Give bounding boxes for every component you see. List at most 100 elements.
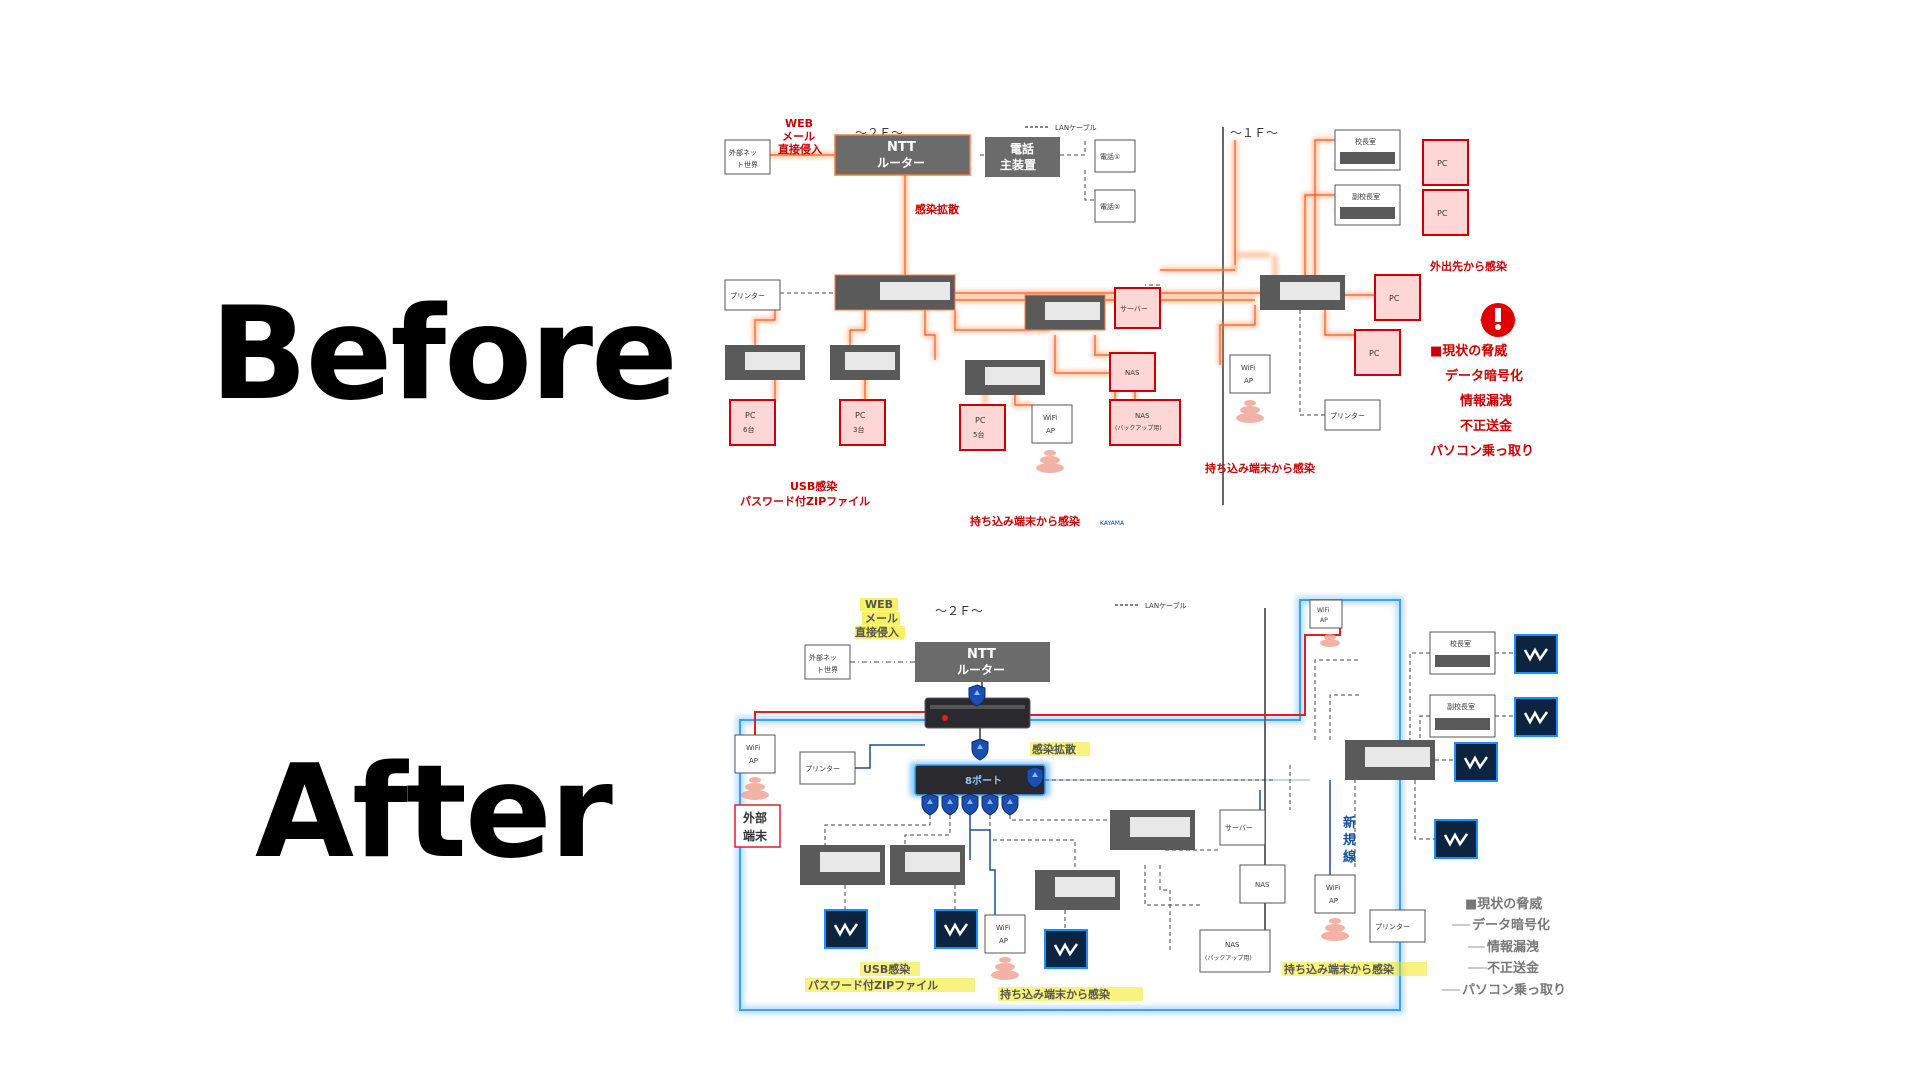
- phone-2: [1094, 189, 1136, 223]
- server: [1219, 809, 1266, 846]
- svg-text:電話②: 電話②: [1100, 202, 1120, 211]
- svg-text:NTT: NTT: [887, 140, 916, 155]
- svg-text:情報漏洩: 情報漏洩: [1460, 393, 1512, 409]
- svg-text:NAS: NAS: [1135, 412, 1150, 420]
- wifi-ap-2f: [984, 914, 1026, 954]
- wv-endpoint-icon: [1453, 741, 1499, 783]
- svg-text:電話①: 電話①: [1100, 152, 1120, 161]
- wifi-ap-1f: [1229, 354, 1271, 394]
- principal-switch: [1429, 631, 1496, 675]
- printer-2f: [724, 279, 781, 311]
- after-network-diagram: ～２Ｆ～ LANケーブル WEB メール 直接侵入 外部ネッ ト世界 NTT ル…: [730, 590, 1610, 1020]
- floor1-label: ～１Ｆ～: [1230, 126, 1278, 140]
- svg-text:WEB: WEB: [785, 117, 813, 130]
- svg-text:校長室: 校長室: [1450, 639, 1471, 648]
- svg-text:プリンター: プリンター: [730, 291, 765, 300]
- svg-text:外部: 外部: [743, 810, 767, 825]
- svg-text:AP: AP: [1046, 427, 1055, 435]
- pc-group-6: [729, 399, 776, 446]
- usb-infection-label: USB感染 パスワード付ZIPファイル: [740, 479, 870, 508]
- svg-text:サーバー: サーバー: [1120, 305, 1148, 313]
- wifi-signal-icon-1f: [1321, 918, 1349, 941]
- wv-endpoint-icon: [823, 908, 869, 950]
- svg-text:外部ネッ: 外部ネッ: [809, 653, 837, 662]
- wv-endpoint-icon: [1433, 818, 1479, 860]
- bring-device-infection-label-1f: 持ち込み端末から感染: [1284, 962, 1395, 976]
- svg-text:PC: PC: [1389, 294, 1400, 303]
- svg-text:ト世界: ト世界: [737, 160, 758, 169]
- svg-text:プリンター: プリンター: [805, 764, 840, 773]
- svg-text:パスワード付ZIPファイル: パスワード付ZIPファイル: [740, 494, 870, 508]
- pc-group-3: [839, 399, 886, 446]
- wv-endpoint-icon: [933, 908, 979, 950]
- svg-text:外部ネッ: 外部ネッ: [729, 148, 757, 157]
- svg-text:WEB: WEB: [865, 598, 893, 611]
- svg-text:新: 新: [1343, 815, 1356, 831]
- svg-text:データ暗号化: データ暗号化: [1472, 917, 1550, 933]
- svg-text:規: 規: [1343, 833, 1356, 848]
- nas-backup: [1199, 929, 1271, 973]
- wifi-ap-1f-top: [1309, 599, 1343, 629]
- svg-text:PC: PC: [1437, 209, 1448, 218]
- watermark: KAYAMA: [1100, 520, 1125, 527]
- svg-text:6台: 6台: [743, 425, 754, 434]
- wifi-signal-icon-2f: [1036, 450, 1064, 473]
- svg-text:AP: AP: [999, 937, 1008, 945]
- svg-text:直接侵入: 直接侵入: [778, 142, 822, 156]
- new-line-label: 新 規 線: [1343, 815, 1357, 865]
- svg-text:情報漏洩: 情報漏洩: [1487, 939, 1539, 955]
- svg-text:電話: 電話: [1010, 141, 1034, 156]
- svg-text:パソコン乗っ取り: パソコン乗っ取り: [1430, 443, 1534, 459]
- svg-text:ルーター: ルーター: [957, 663, 1005, 677]
- before-label: Before: [210, 280, 678, 429]
- outside-infection-label: 外出先から感染: [1429, 259, 1508, 273]
- bring-device-infection-label-2f: 持ち込み端末から感染: [970, 514, 1081, 528]
- svg-text:NAS: NAS: [1225, 941, 1240, 949]
- threats-list: ■現状の脅威 データ暗号化 情報漏洩 不正送金 パソコン乗っ取り: [1442, 896, 1566, 998]
- nas: [1239, 864, 1286, 904]
- svg-text:線: 線: [1343, 849, 1357, 865]
- ntt-router: [915, 642, 1050, 682]
- svg-text:WiFi: WiFi: [996, 924, 1010, 932]
- nas: [1109, 352, 1156, 392]
- pc-vice-principal: [1422, 189, 1469, 236]
- svg-text:直接侵入: 直接侵入: [855, 625, 899, 639]
- svg-text:PC: PC: [855, 411, 866, 420]
- ntt-router: [834, 134, 971, 176]
- svg-text:メール: メール: [782, 130, 815, 143]
- wv-endpoint-icon: [1513, 696, 1559, 738]
- svg-text:パソコン乗っ取り: パソコン乗っ取り: [1462, 982, 1566, 998]
- svg-text:メール: メール: [865, 612, 898, 625]
- svg-text:プリンター: プリンター: [1375, 922, 1410, 931]
- usb-infection-label: USB感染 パスワード付ZIPファイル: [805, 962, 975, 992]
- before-network-diagram: ～２Ｆ～ ～１Ｆ～ LANケーブル: [715, 115, 1595, 535]
- lan-legend: LANケーブル: [1055, 123, 1097, 132]
- phone-1: [1094, 139, 1136, 173]
- svg-text:WiFi: WiFi: [1043, 414, 1057, 422]
- svg-text:副校長室: 副校長室: [1447, 702, 1475, 711]
- spread-label: 感染拡散: [915, 202, 960, 216]
- wifi-signal-icon-external: [741, 777, 769, 800]
- svg-text:WiFi: WiFi: [1241, 364, 1255, 372]
- printer-1f: [1369, 909, 1426, 943]
- wifi-signal-icon-1f-top: [1320, 634, 1340, 647]
- svg-text:WiFi: WiFi: [746, 744, 760, 752]
- printer-1f: [1324, 399, 1381, 431]
- floor2-label: ～２Ｆ～: [935, 604, 983, 618]
- wifi-ap-external: [734, 734, 776, 774]
- web-attack-label: WEB メール 直接侵入: [778, 117, 822, 156]
- wifi-signal-icon-2f: [991, 957, 1019, 980]
- svg-text:NAS: NAS: [1255, 881, 1270, 889]
- svg-text:主装置: 主装置: [1000, 157, 1036, 172]
- svg-text:WiFi: WiFi: [1326, 884, 1340, 892]
- svg-text:校長室: 校長室: [1355, 137, 1376, 146]
- vice-principal-switch: [1429, 694, 1496, 738]
- lan-legend: LANケーブル: [1145, 601, 1187, 610]
- phone-main-unit: [985, 137, 1060, 177]
- svg-text:PC: PC: [1437, 159, 1448, 168]
- svg-text:サーバー: サーバー: [1225, 824, 1253, 832]
- svg-text:PC: PC: [745, 411, 756, 420]
- svg-text:AP: AP: [1320, 617, 1328, 624]
- svg-text:(バックアップ用): (バックアップ用): [1205, 955, 1252, 962]
- svg-text:■現状の脅威: ■現状の脅威: [1465, 896, 1542, 912]
